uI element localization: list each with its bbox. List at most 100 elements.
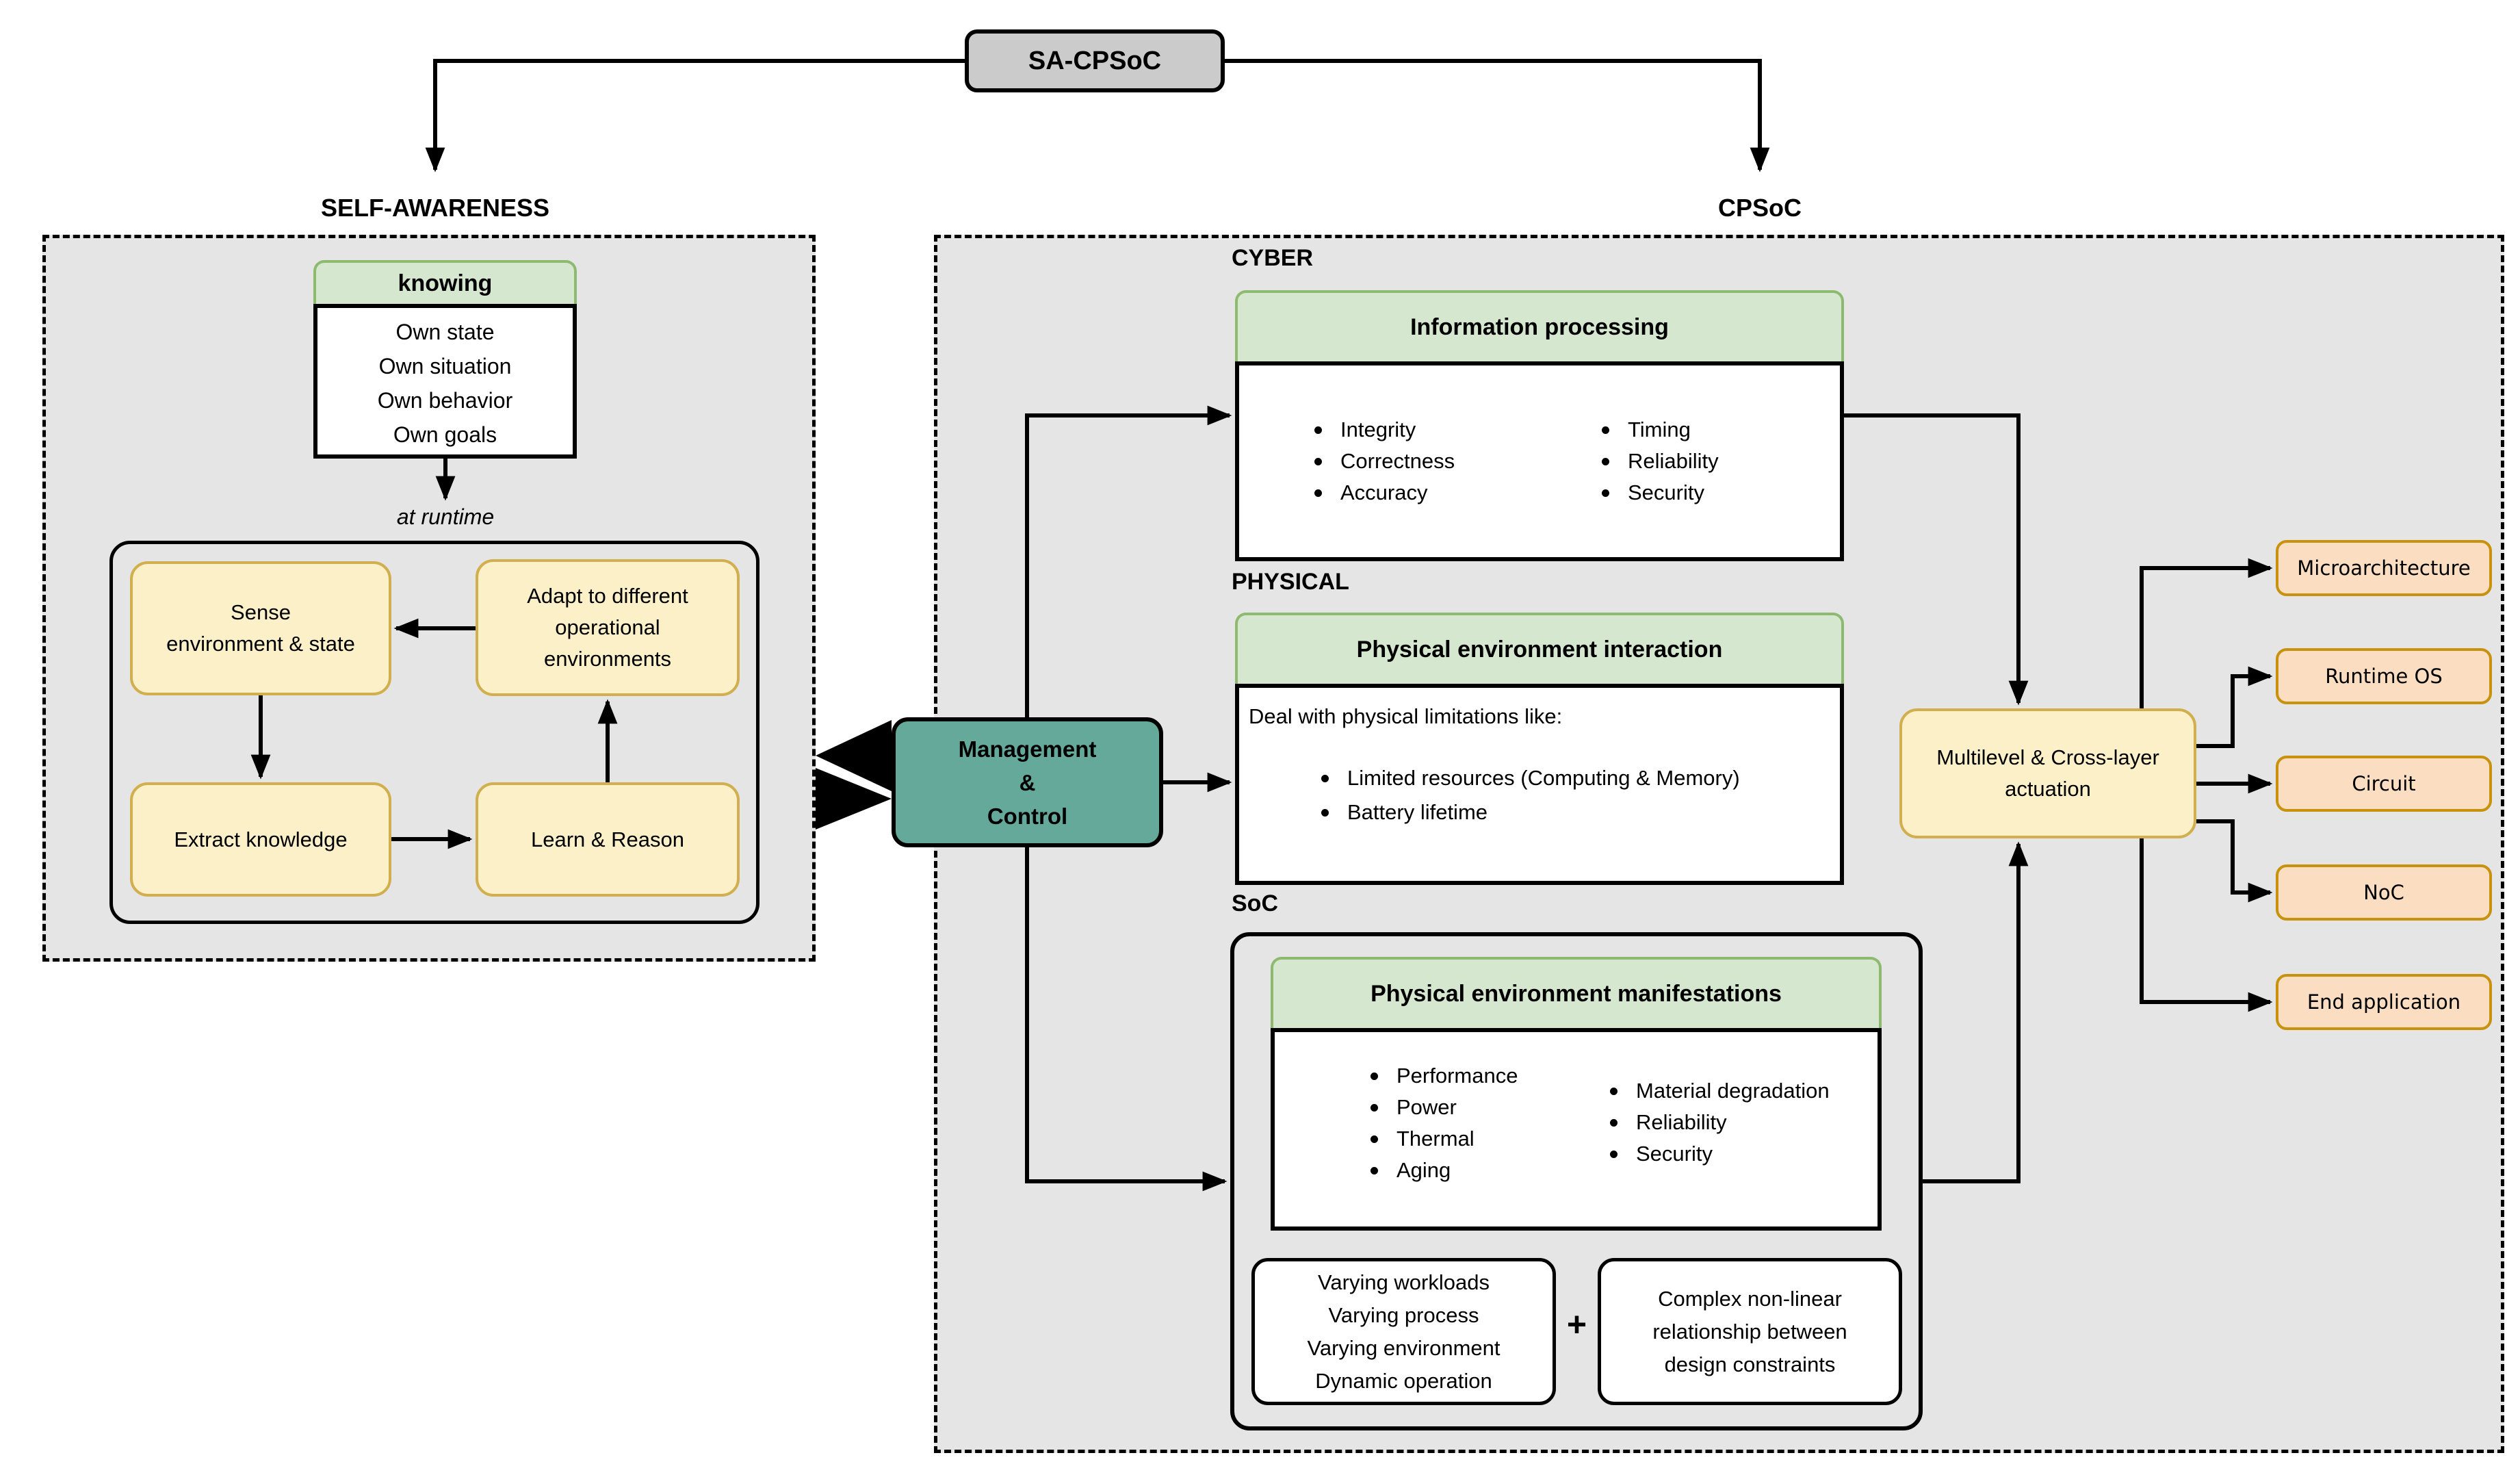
- bullet-item: Security: [1602, 478, 1719, 509]
- target-circuit: Circuit: [2276, 756, 2492, 812]
- bullet-dot-icon: [1610, 1151, 1618, 1158]
- bullet-dot-icon: [1314, 458, 1322, 465]
- bullet-dot-icon: [1371, 1073, 1378, 1080]
- bullet-dot-icon: [1371, 1167, 1378, 1174]
- arrow-actuation-to-runtime-os: [2196, 666, 2273, 748]
- cyber-label: CYBER: [1232, 245, 1314, 271]
- cyber-bullets-left: Integrity Correctness Accuracy: [1314, 415, 1455, 509]
- information-processing-body: Integrity Correctness Accuracy Timing Re…: [1235, 361, 1844, 561]
- soc-label: SoC: [1232, 890, 1278, 916]
- cpsoc-label: CPSoC: [1717, 194, 1802, 222]
- target-runtime-os: Runtime OS: [2276, 648, 2492, 704]
- bullet-dot-icon: [1314, 426, 1322, 434]
- factor-line: Varying process: [1328, 1302, 1479, 1327]
- arrow-mgmt-to-information: [1025, 405, 1232, 717]
- arrow-soc-to-actuation: [1923, 841, 2029, 1183]
- varying-factors-box: Varying workloads Varying process Varyin…: [1251, 1258, 1556, 1405]
- target-noc: NoC: [2276, 864, 2492, 921]
- factor-line: Dynamic operation: [1315, 1368, 1492, 1393]
- factor-line: Varying workloads: [1318, 1270, 1490, 1294]
- bullet-dot-icon: [1371, 1104, 1378, 1112]
- information-processing-header: Information processing: [1235, 290, 1844, 361]
- knowing-item: Own situation: [378, 354, 512, 378]
- fat-arrow-right-icon: [816, 768, 892, 830]
- bullet-item: Aging: [1371, 1155, 1518, 1187]
- knowing-item: Own behavior: [377, 388, 513, 413]
- root-title: SA-CPSoC: [1028, 46, 1162, 75]
- adapt-box: Adapt to different operational environme…: [476, 559, 740, 696]
- bullet-dot-icon: [1314, 489, 1322, 497]
- soc-bullets-right: Material degradation Reliability Securit…: [1610, 1076, 1830, 1170]
- target-microarchitecture: Microarchitecture: [2276, 540, 2492, 596]
- complexity-box: Complex non-linear relationship between …: [1598, 1258, 1902, 1405]
- bullet-item: Material degradation: [1610, 1076, 1830, 1107]
- management-line: Control: [987, 803, 1068, 829]
- bullet-dot-icon: [1321, 775, 1329, 782]
- sense-line: Sense: [231, 600, 291, 624]
- bullet-item: Timing: [1602, 415, 1719, 446]
- plus-sign: +: [1566, 1305, 1587, 1344]
- complexity-line: Complex non-linear: [1658, 1286, 1842, 1311]
- arrow-root-to-self-awareness: [425, 59, 965, 172]
- sense-line: environment & state: [166, 632, 355, 656]
- bullet-item: Reliability: [1610, 1107, 1830, 1139]
- physical-label: PHYSICAL: [1232, 569, 1349, 595]
- knowing-item: Own goals: [393, 422, 497, 447]
- management-line: &: [1019, 769, 1036, 795]
- bullet-item: Integrity: [1314, 415, 1455, 446]
- self-awareness-label: SELF-AWARENESS: [320, 194, 550, 222]
- bullet-dot-icon: [1602, 489, 1609, 497]
- learn-reason-box: Learn & Reason: [476, 782, 740, 897]
- arrow-root-to-cpsoc: [1225, 59, 1770, 172]
- adapt-line: environments: [543, 647, 672, 671]
- knowing-header: knowing: [313, 260, 577, 304]
- management-line: Management: [958, 736, 1097, 762]
- knowing-body: Own state Own situation Own behavior Own…: [313, 304, 577, 459]
- target-end-application: End application: [2276, 974, 2492, 1030]
- runtime-note: at runtime: [396, 504, 495, 529]
- root-box: SA-CPSoC: [965, 29, 1225, 92]
- bullet-item: Power: [1371, 1092, 1518, 1124]
- fat-arrow-left-icon: [816, 720, 892, 791]
- adapt-line: operational: [555, 615, 660, 639]
- arrow-mgmt-to-soc: [1025, 847, 1227, 1192]
- manifestations-header: Physical environment manifestations: [1271, 957, 1882, 1028]
- physical-bullets: Limited resources (Computing & Memory) B…: [1321, 763, 1740, 832]
- knowing-item: Own state: [395, 320, 495, 344]
- factor-line: Varying environment: [1307, 1335, 1501, 1360]
- extract-knowledge-box: Extract knowledge: [130, 782, 391, 897]
- bullet-dot-icon: [1610, 1088, 1618, 1095]
- bullet-item: Performance: [1371, 1061, 1518, 1092]
- arrow-actuation-to-end-application: [2140, 838, 2273, 1012]
- physical-intro: Deal with physical limitations like:: [1249, 704, 1563, 728]
- soc-bullets-left: Performance Power Thermal Aging: [1371, 1061, 1518, 1187]
- bullet-item: Correctness: [1314, 446, 1455, 478]
- actuation-line: Multilevel & Cross-layer: [1936, 745, 2159, 769]
- physical-interaction-header: Physical environment interaction: [1235, 613, 1844, 684]
- actuation-line: actuation: [2005, 777, 2091, 801]
- bullet-item: Battery lifetime: [1321, 797, 1740, 832]
- cyber-bullets-right: Timing Reliability Security: [1602, 415, 1719, 509]
- adapt-line: Adapt to different: [527, 584, 688, 608]
- arrow-actuation-to-microarchitecture: [2140, 558, 2273, 708]
- bullet-dot-icon: [1610, 1119, 1618, 1127]
- arrow-actuation-to-noc: [2196, 819, 2273, 903]
- loop-frame: [109, 541, 759, 924]
- bullet-item: Thermal: [1371, 1124, 1518, 1155]
- physical-interaction-body: Deal with physical limitations like: Lim…: [1235, 684, 1844, 885]
- actuation-box: Multilevel & Cross-layer actuation: [1899, 708, 2196, 838]
- sense-box: Sense environment & state: [130, 561, 391, 695]
- complexity-line: relationship between: [1652, 1319, 1847, 1344]
- bullet-item: Security: [1610, 1139, 1830, 1170]
- soc-frame: [1230, 932, 1923, 1430]
- management-control-box: Management & Control: [892, 717, 1163, 847]
- bullet-dot-icon: [1321, 809, 1329, 817]
- arrow-information-to-actuation: [1844, 413, 2029, 706]
- bullet-dot-icon: [1371, 1135, 1378, 1143]
- bullet-dot-icon: [1602, 458, 1609, 465]
- bullet-item: Limited resources (Computing & Memory): [1321, 763, 1740, 797]
- bullet-item: Accuracy: [1314, 478, 1455, 509]
- complexity-line: design constraints: [1664, 1352, 1836, 1376]
